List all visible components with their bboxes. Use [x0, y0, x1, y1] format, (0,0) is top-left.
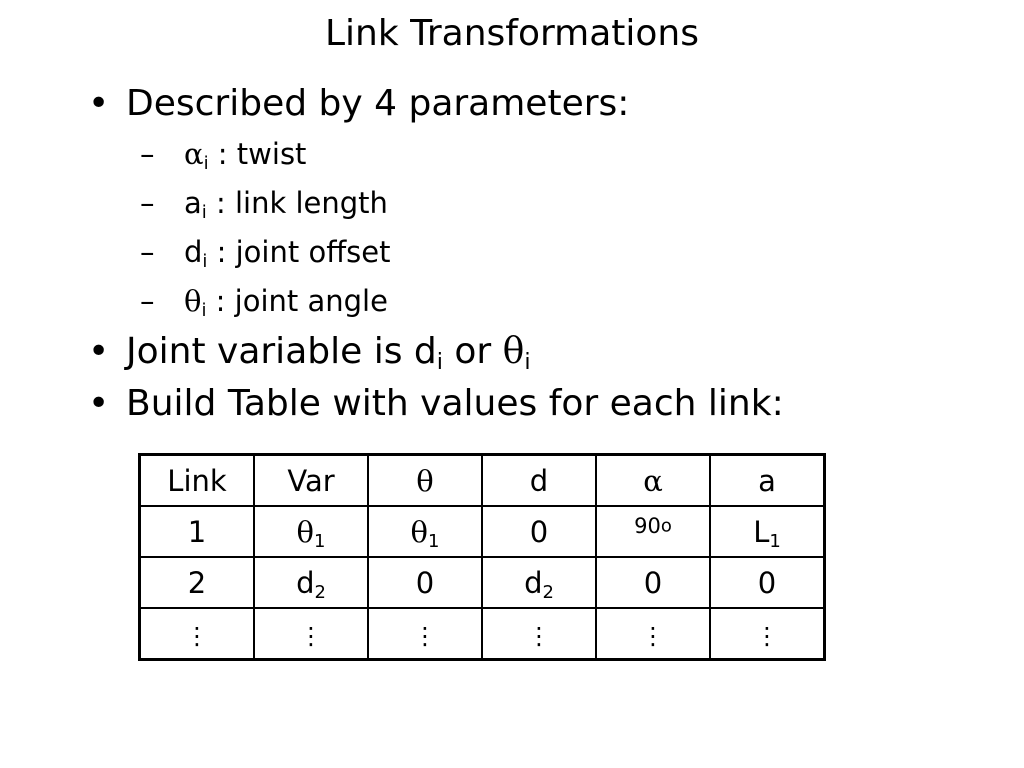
param-subscript: i — [202, 251, 208, 273]
subscript: 2 — [542, 581, 554, 603]
vertical-ellipsis: ⋮ — [299, 621, 323, 650]
param-subscript: i — [201, 300, 207, 322]
header-a: a — [709, 453, 826, 507]
cell-var: θ1 — [253, 505, 369, 558]
vertical-ellipsis: ⋮ — [185, 621, 209, 650]
cell-link: 1 — [138, 505, 255, 558]
vertical-ellipsis: ⋮ — [527, 621, 551, 650]
param-desc: : joint offset — [207, 235, 391, 269]
param-desc: : joint angle — [206, 284, 388, 318]
cell-theta: θ1 — [367, 505, 483, 558]
bullet-list: • Described by 4 parameters: – αi : twis… — [88, 78, 988, 430]
header-alpha: α — [595, 453, 711, 507]
subscript: 1 — [428, 530, 440, 552]
header-d: d — [481, 453, 597, 507]
theta-symbol: θ — [296, 514, 315, 549]
bullet-dot: • — [88, 83, 110, 124]
alpha-value: 90 — [634, 514, 661, 539]
vertical-ellipsis: ⋮ — [641, 621, 665, 650]
bullet-dot: • — [88, 383, 110, 424]
param-joint-offset: – di : joint offset — [88, 228, 988, 277]
cell-ellipsis: ⋮ — [709, 607, 826, 661]
param-joint-angle: – θi : joint angle — [88, 277, 988, 326]
cell-var: d2 — [253, 556, 369, 609]
header-theta: θ — [367, 453, 483, 507]
subscript: 2 — [314, 581, 326, 603]
cell-a: 0 — [709, 556, 826, 609]
subscript: 1 — [769, 530, 781, 552]
theta-symbol: θ — [502, 331, 525, 372]
cell-link: 2 — [138, 556, 255, 609]
cell-a: L1 — [709, 505, 826, 558]
theta-symbol: θ — [410, 514, 429, 549]
dash: – — [140, 137, 155, 171]
param-symbol: a — [184, 186, 202, 220]
cell-ellipsis: ⋮ — [138, 607, 255, 661]
table-header-row: Link Var θ d α a — [138, 453, 826, 507]
param-symbol: d — [184, 235, 203, 269]
cell-alpha: 90o — [595, 505, 711, 558]
cell-d: 0 — [481, 505, 597, 558]
bullet-joint-variable: • Joint variable is di or θi — [88, 326, 988, 378]
cell-theta: 0 — [367, 556, 483, 609]
bullet-build-table: • Build Table with values for each link: — [88, 378, 988, 430]
param-twist: – αi : twist — [88, 130, 988, 179]
bullet-text: Build Table with values for each link: — [126, 383, 784, 424]
table-row-ellipsis: ⋮ ⋮ ⋮ ⋮ ⋮ ⋮ — [138, 607, 826, 661]
cell-ellipsis: ⋮ — [367, 607, 483, 661]
degree-mark: o — [660, 515, 672, 537]
param-link-length: – ai : link length — [88, 179, 988, 228]
table-row: 1 θ1 θ1 0 90o L1 — [138, 505, 826, 558]
slide-title: Link Transformations — [324, 13, 699, 54]
cell-ellipsis: ⋮ — [595, 607, 711, 661]
cell-alpha: 0 — [595, 556, 711, 609]
subscript: 1 — [314, 530, 326, 552]
param-symbol: θ — [184, 284, 202, 318]
bullet-text: Joint variable is d — [126, 331, 437, 372]
dash: – — [140, 186, 155, 220]
a-value: L — [753, 514, 770, 549]
cell-ellipsis: ⋮ — [253, 607, 369, 661]
var-symbol: d — [296, 565, 315, 600]
vertical-ellipsis: ⋮ — [413, 621, 437, 650]
bullet-text-or: or — [442, 331, 503, 372]
subscript: i — [524, 349, 531, 376]
param-subscript: i — [201, 202, 207, 224]
param-symbol: α — [184, 137, 204, 171]
dh-parameter-table: Link Var θ d α a 1 θ1 θ1 0 90o L1 2 d2 0… — [138, 453, 826, 661]
cell-ellipsis: ⋮ — [481, 607, 597, 661]
header-var: Var — [253, 453, 369, 507]
param-desc: : link length — [206, 186, 388, 220]
param-desc: : twist — [208, 137, 307, 171]
vertical-ellipsis: ⋮ — [755, 621, 779, 650]
header-link: Link — [138, 453, 255, 507]
bullet-text: Described by 4 parameters: — [126, 83, 630, 124]
bullet-parameters: • Described by 4 parameters: — [88, 78, 988, 130]
dash: – — [140, 235, 155, 269]
bullet-dot: • — [88, 331, 110, 372]
table-row: 2 d2 0 d2 0 0 — [138, 556, 826, 609]
dash: – — [140, 284, 155, 318]
subscript: i — [436, 349, 443, 376]
d-symbol: d — [524, 565, 543, 600]
param-subscript: i — [203, 153, 209, 175]
cell-d: d2 — [481, 556, 597, 609]
